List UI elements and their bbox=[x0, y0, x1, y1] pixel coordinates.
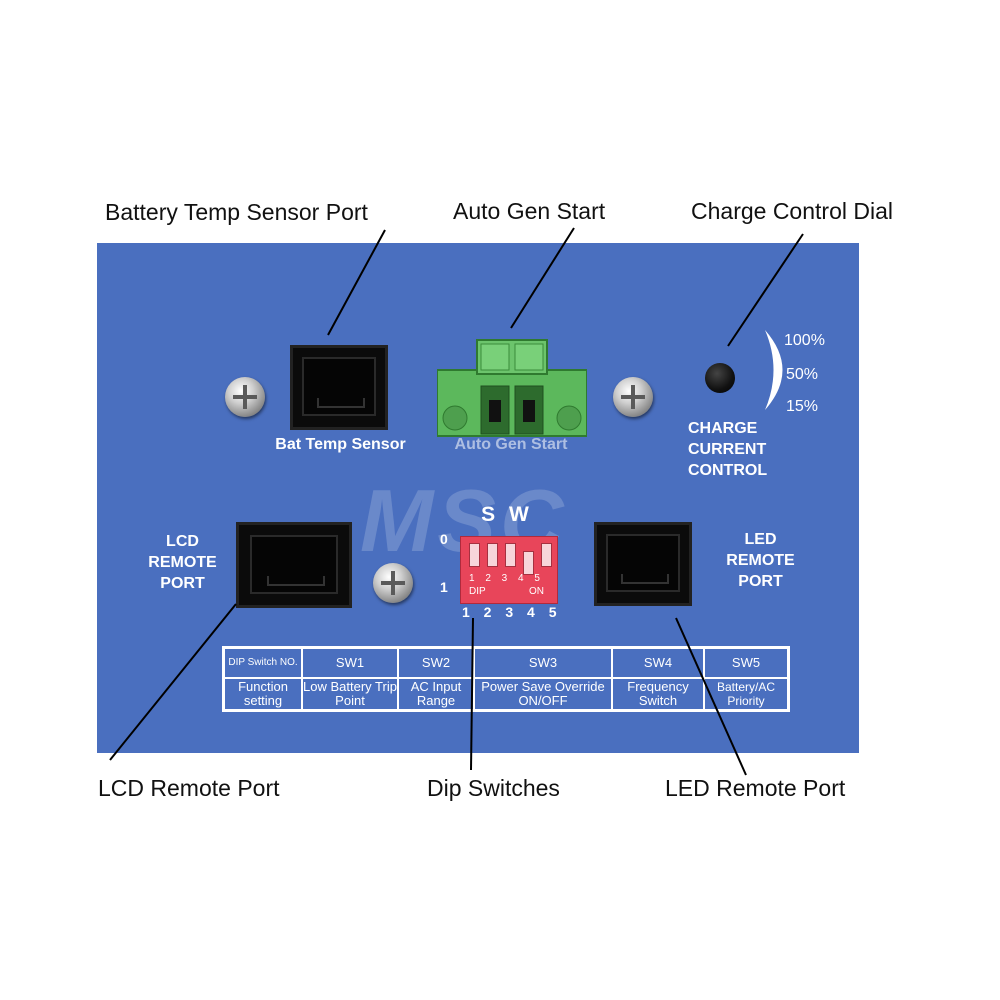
table-cell: Function setting bbox=[224, 678, 302, 710]
leader-line-charge-dial bbox=[727, 233, 804, 347]
table-header-cell: SW5 bbox=[704, 648, 788, 678]
dip-position-0: 0 bbox=[440, 531, 448, 547]
label-line: CHARGE bbox=[688, 420, 758, 437]
dial-level-100: 100% bbox=[784, 332, 825, 349]
label-line: REMOTE bbox=[726, 552, 795, 569]
dip-switch-block[interactable]: 1 2 3 4 5 DIP ON bbox=[460, 536, 558, 604]
dip-bottom-numbers: 1 2 3 4 5 bbox=[462, 604, 562, 620]
charge-control-dial[interactable] bbox=[705, 363, 735, 393]
callout-auto-gen-start: Auto Gen Start bbox=[453, 198, 606, 224]
table-cell: AC Input Range bbox=[398, 678, 474, 710]
dip-switch-4[interactable] bbox=[523, 551, 534, 575]
label-line: LED bbox=[744, 531, 777, 548]
lcd-remote-port-label: LCD REMOTE PORT bbox=[140, 531, 225, 594]
led-remote-port-label: LED REMOTE PORT bbox=[718, 529, 803, 592]
dip-switch-2[interactable] bbox=[487, 543, 498, 567]
dip-switch-1[interactable] bbox=[469, 543, 480, 567]
label-line: CURRENT bbox=[688, 441, 767, 458]
rj-jack-icon bbox=[302, 357, 376, 416]
auto-gen-start-terminal[interactable] bbox=[436, 338, 588, 438]
callout-dip-switches: Dip Switches bbox=[427, 775, 560, 801]
table-cell: Battery/AC Priority bbox=[704, 678, 788, 710]
dip-switch-5[interactable] bbox=[541, 543, 552, 567]
dip-switch-3[interactable] bbox=[505, 543, 516, 567]
dip-top-numbers: 1 2 3 4 5 bbox=[469, 573, 544, 584]
screw-icon bbox=[613, 377, 653, 417]
table-cell: Low Battery Trip Point bbox=[302, 678, 398, 710]
leader-line-auto-gen bbox=[510, 227, 575, 329]
callout-led-remote-port: LED Remote Port bbox=[665, 775, 846, 801]
dip-text: DIP bbox=[469, 586, 486, 597]
screw-icon bbox=[373, 563, 413, 603]
table-header-cell: SW2 bbox=[398, 648, 474, 678]
rj-jack-icon bbox=[250, 534, 338, 594]
battery-temp-sensor-port[interactable] bbox=[290, 345, 388, 430]
leader-line-dip bbox=[470, 617, 474, 771]
label-line: PORT bbox=[738, 573, 783, 590]
rj-jack-icon bbox=[606, 534, 680, 593]
leader-line-battery-temp bbox=[327, 229, 386, 336]
bat-temp-sensor-label: Bat Temp Sensor bbox=[275, 436, 406, 453]
auto-gen-start-panel-label: Auto Gen Start bbox=[454, 436, 568, 453]
dip-on-text: ON bbox=[529, 586, 544, 597]
table-header-cell: DIP Switch NO. bbox=[224, 648, 302, 678]
label-line: PORT bbox=[160, 575, 205, 592]
label-line: LCD bbox=[166, 533, 199, 550]
table-cell: Power Save Override ON/OFF bbox=[474, 678, 612, 710]
led-remote-port[interactable] bbox=[594, 522, 692, 606]
callout-charge-control-dial: Charge Control Dial bbox=[691, 198, 893, 224]
lcd-remote-port[interactable] bbox=[236, 522, 352, 608]
dip-position-1: 1 bbox=[440, 579, 448, 595]
screw-icon bbox=[225, 377, 265, 417]
dial-level-50: 50% bbox=[786, 366, 819, 383]
leader-line-led-port bbox=[675, 617, 747, 776]
label-line: CONTROL bbox=[688, 462, 768, 479]
table-header-cell: SW1 bbox=[302, 648, 398, 678]
leader-line-lcd-port bbox=[109, 603, 237, 761]
callout-lcd-remote-port: LCD Remote Port bbox=[98, 775, 280, 801]
table-cell: Frequency Switch bbox=[612, 678, 704, 710]
charge-current-control-label: CHARGE CURRENT CONTROL bbox=[688, 418, 788, 481]
callout-battery-temp-sensor-port: Battery Temp Sensor Port bbox=[105, 199, 368, 225]
label-line: REMOTE bbox=[148, 554, 217, 571]
table-header-cell: SW4 bbox=[612, 648, 704, 678]
table-header-cell: SW3 bbox=[474, 648, 612, 678]
dip-switch-table: DIP Switch NO. SW1 SW2 SW3 SW4 SW5 Funct… bbox=[222, 646, 790, 712]
dial-level-15: 15% bbox=[786, 398, 819, 415]
sw-heading: S W bbox=[481, 503, 533, 526]
